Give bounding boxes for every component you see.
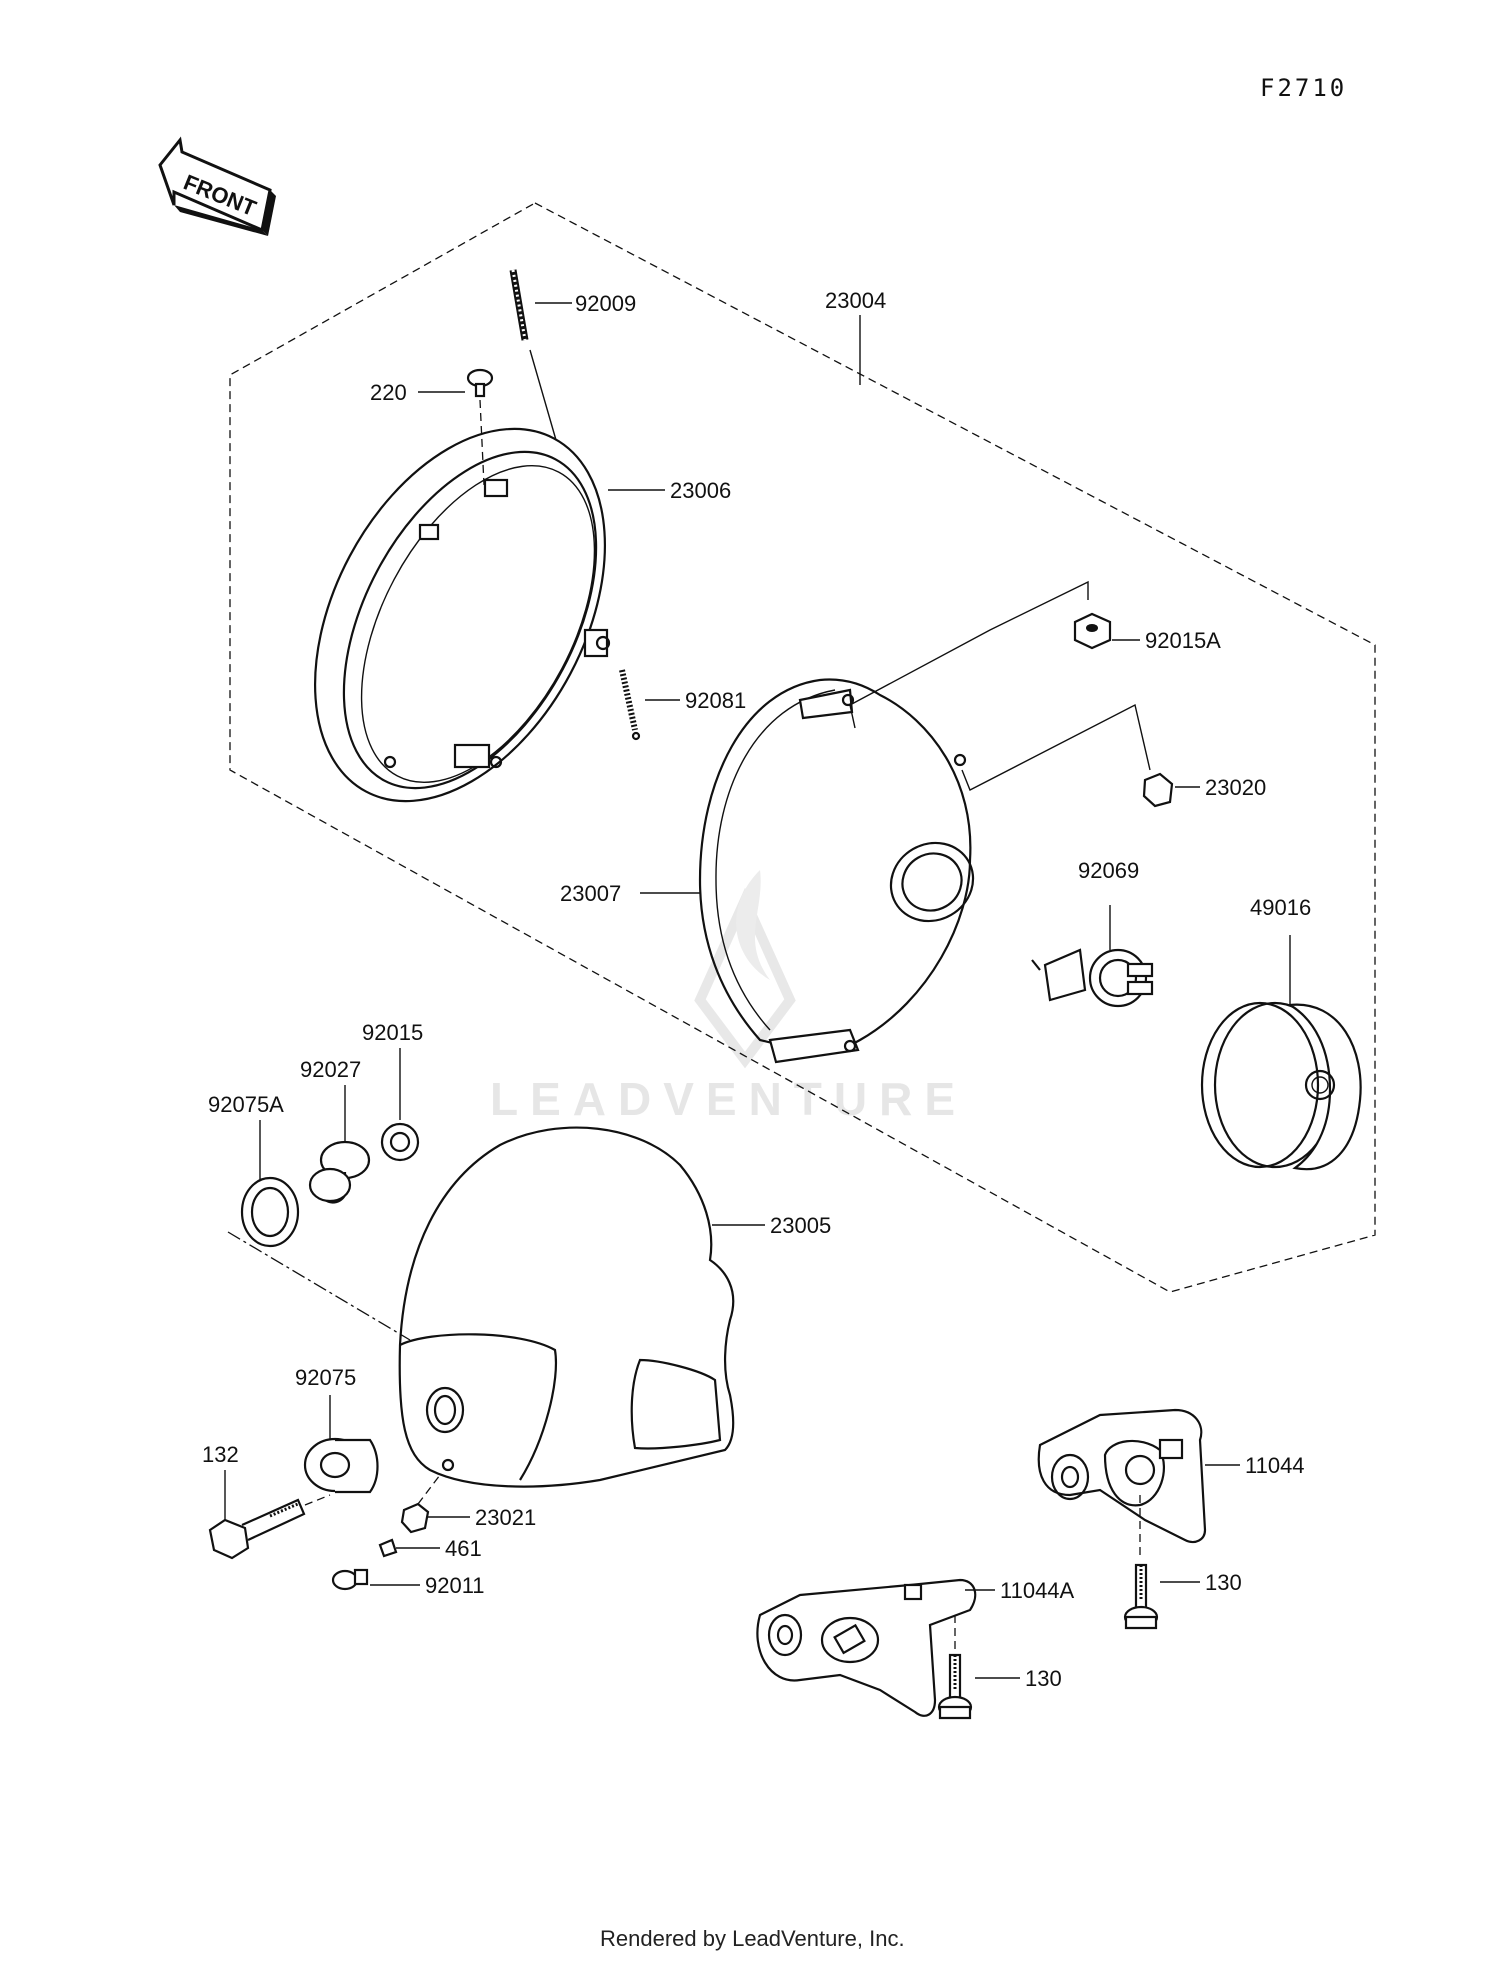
headlight-rim — [313, 427, 611, 803]
part-label-132: 132 — [202, 1442, 239, 1467]
spring-92081 — [619, 669, 641, 741]
part-label-130-upper: 130 — [1205, 1570, 1242, 1595]
part-label-92015A: 92015A — [1145, 628, 1221, 653]
part-label-92011: 92011 — [425, 1573, 485, 1598]
part-label-92075A: 92075A — [208, 1092, 284, 1117]
diagram-code: F2710 — [1260, 74, 1347, 102]
leader-lines — [370, 302, 1240, 1679]
nut-92015A — [1073, 612, 1112, 650]
cowl-mount-dashline — [227, 1231, 411, 1341]
adjust-screw-92009 — [509, 269, 557, 441]
nut-23021 — [400, 1474, 441, 1534]
bracket-11044 — [1037, 1408, 1207, 1560]
bolt-132 — [208, 1470, 331, 1560]
part-label-92081: 92081 — [685, 688, 746, 713]
nut-23020 — [1142, 772, 1174, 808]
footer-credit: Rendered by LeadVenture, Inc. — [600, 1926, 905, 1951]
leader-23020-path — [961, 703, 1151, 791]
part-label-220: 220 — [370, 380, 407, 405]
headlight-assembly-outline — [229, 202, 1376, 1293]
part-label-92015: 92015 — [362, 1020, 423, 1045]
part-label-23004: 23004 — [825, 288, 886, 313]
grommet-92075 — [303, 1395, 379, 1494]
part-label-461: 461 — [445, 1536, 482, 1561]
part-label-11044: 11044 — [1245, 1453, 1305, 1478]
part-label-23005: 23005 — [770, 1213, 831, 1238]
part-label-23007: 23007 — [560, 881, 621, 906]
part-label-130-lower: 130 — [1025, 1666, 1062, 1691]
grommet-92075A — [240, 1120, 300, 1248]
bolt-130-lower — [937, 1653, 973, 1720]
bulb-cover-49016 — [1200, 935, 1362, 1171]
bracket-11044A — [756, 1578, 977, 1717]
front-arrow-icon — [158, 136, 276, 236]
part-label-23020: 23020 — [1205, 775, 1266, 800]
screw-220 — [466, 368, 494, 486]
part-label-23006: 23006 — [670, 478, 731, 503]
part-label-92069: 92069 — [1078, 858, 1139, 883]
part-label-92027: 92027 — [300, 1057, 361, 1082]
part-label-92009: 92009 — [575, 291, 636, 316]
nut-92015 — [380, 1048, 420, 1162]
part-label-11044A: 11044A — [1000, 1578, 1075, 1603]
part-label-92075: 92075 — [295, 1365, 356, 1390]
clip-461 — [378, 1538, 398, 1558]
headlight-reflector-unit — [698, 678, 975, 1064]
part-label-49016: 49016 — [1250, 895, 1311, 920]
headlight-cowl-23005 — [398, 1126, 735, 1488]
part-label-23021: 23021 — [475, 1505, 536, 1530]
watermark-text: LEADVENTURE — [490, 1073, 967, 1125]
screw-92011 — [331, 1568, 369, 1591]
leader-92015A-path — [849, 580, 1089, 729]
headlight-bulb-92069 — [1031, 905, 1154, 1008]
collar-92027 — [308, 1085, 371, 1204]
bolt-130-upper — [1123, 1563, 1159, 1630]
